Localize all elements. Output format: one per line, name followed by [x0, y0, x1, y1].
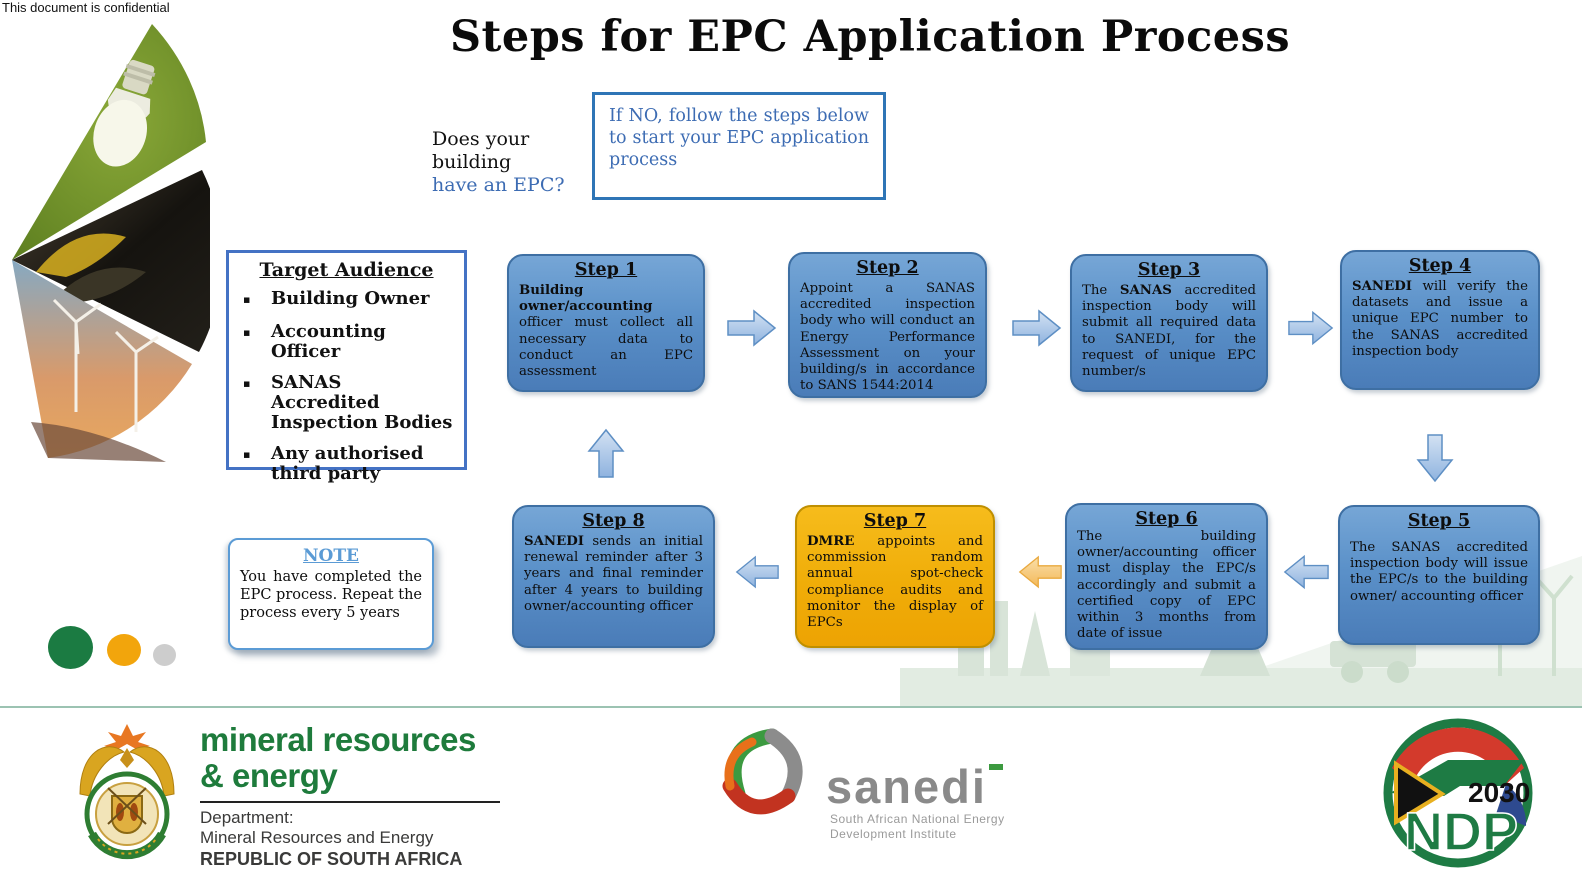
sanedi-subtitle-line1: South African National Energy [830, 812, 1005, 826]
page-title: Steps for EPC Application Process [449, 12, 1291, 62]
step-4-text: SANEDI will verify the datasets and issu… [1352, 279, 1528, 360]
audience-item: ▪ SANAS Accredited Inspection Bodies [237, 373, 456, 433]
audience-item: ▪ Building Owner [237, 289, 456, 311]
sanedi-i-accent [988, 764, 1003, 770]
step-1-title: Step 1 [574, 260, 638, 280]
question-line2: have an EPC? [432, 174, 565, 196]
question-line1: Does your building [432, 128, 530, 173]
question-text: Does your building have an EPC? [432, 128, 592, 197]
audience-item-label: SANAS Accredited Inspection Bodies [271, 372, 453, 433]
step-3-text: The SANAS accredited inspection body wil… [1082, 283, 1256, 380]
audience-item-label: Any authorised third party [271, 443, 424, 484]
step-8-title: Step 8 [582, 511, 645, 531]
if-no-callout: If NO, follow the steps below to start y… [592, 92, 886, 200]
arrow-down-icon [1415, 434, 1455, 482]
audience-item: ▪ Any authorised third party [237, 444, 456, 484]
if-no-text: If NO, follow the steps below to start y… [609, 106, 869, 170]
mining-photo-wedge [12, 170, 210, 352]
note-box: NOTE You have completed the EPC process.… [228, 538, 434, 650]
sanedi-logo: sanedi South African National Energy Dev… [700, 714, 1005, 842]
dmre-country: REPUBLIC OF SOUTH AFRICA [200, 849, 463, 869]
arrow-up-icon [586, 428, 626, 478]
step-2-box: Step 2 Appoint a SANAS accredited inspec… [788, 252, 987, 398]
bullet-icon: ▪ [243, 448, 251, 461]
dmre-text-block: mineral resources & energy Department: M… [200, 722, 500, 870]
step-4-box: Step 4 SANEDI will verify the datasets a… [1340, 250, 1540, 390]
step-6-text-pre: The building owner/accounting officer mu… [1077, 529, 1256, 642]
step-1-box: Step 1 Building owner/accounting officer… [507, 254, 705, 392]
step-8-text: SANEDI sends an initial renewal reminder… [524, 534, 703, 615]
target-audience-box: Target Audience ▪ Building Owner ▪ Accou… [226, 250, 467, 484]
dmre-dept-line2: Mineral Resources and Energy [200, 828, 434, 847]
dmre-name-line1: mineral resources [200, 721, 476, 758]
step-2-text: Appoint a SANAS accredited inspection bo… [800, 281, 975, 395]
step-4-text-post: will verify the datasets and issue a uni… [1352, 279, 1528, 359]
step-2-title: Step 2 [856, 258, 919, 278]
step-8-box: Step 8 SANEDI sends an initial renewal r… [512, 505, 715, 648]
sa-coat-of-arms-icon [79, 724, 175, 860]
sanedi-name: sanedi [826, 760, 987, 813]
note-text: You have completed the EPC process. Repe… [240, 569, 422, 622]
step-1-text-post: officer must collect all necessary data … [519, 315, 693, 380]
sanedi-trefoil-icon [722, 728, 803, 815]
windfarm-photo-wedge [12, 260, 192, 458]
arrow-left-icon [735, 552, 779, 592]
step-3-text-post: accredited inspection body will submit a… [1082, 283, 1257, 380]
footer-divider [0, 706, 1582, 708]
energy-photo-collage [12, 24, 210, 462]
step-7-text-bold: DMRE [807, 534, 855, 549]
arrow-right-icon [727, 308, 777, 348]
step-6-text: The building owner/accounting officer mu… [1077, 529, 1256, 643]
sanedi-wordmark: sanedi South African National Energy Dev… [826, 762, 1005, 842]
step-5-text: The SANAS accredited inspection body wil… [1350, 534, 1528, 605]
target-audience-title: Target Audience [259, 259, 434, 281]
step-8-text-bold: SANEDI [524, 534, 584, 549]
sanedi-subtitle-line2: Development Institute [830, 827, 957, 841]
wind-turbines-icon [52, 298, 159, 432]
arrow-right-icon [1012, 308, 1062, 348]
step-5-text-pre: The SANAS accredited inspection body wil… [1350, 540, 1528, 604]
step-3-title: Step 3 [1137, 260, 1201, 280]
step-5-box: Step 5 The SANAS accredited inspection b… [1338, 505, 1540, 645]
audience-item-label: Accounting Officer [271, 321, 386, 362]
step-7-box: Step 7 DMRE appoints and commission rand… [795, 505, 995, 648]
audience-item-label: Building Owner [271, 288, 430, 309]
step-3-box: Step 3 The SANAS accredited inspection b… [1070, 254, 1268, 392]
bullet-icon: ▪ [243, 377, 251, 390]
arrow-left-icon [1283, 552, 1329, 592]
ndp-2030-logo: 2030 NDP [1356, 718, 1564, 872]
arrow-right-icon [1288, 308, 1334, 348]
ndp-name-text: NDP [1404, 802, 1518, 862]
dmre-rule [200, 801, 500, 803]
step-3-text-pre: The [1082, 283, 1120, 298]
dmre-logo: mineral resources & energy Department: M… [72, 722, 500, 870]
gray-dot-icon [153, 644, 176, 666]
bullet-icon: ▪ [243, 293, 251, 306]
step-4-text-bold: SANEDI [1352, 279, 1412, 294]
step-7-title: Step 7 [863, 511, 927, 531]
note-title: NOTE [303, 546, 359, 566]
step-2-text-pre: Appoint a SANAS accredited inspection bo… [800, 281, 975, 394]
green-dot-icon [48, 626, 93, 669]
step-3-text-bold: SANAS [1119, 283, 1172, 298]
ndp-year-text: 2030 [1468, 777, 1530, 808]
step-4-title: Step 4 [1408, 256, 1472, 276]
step-1-text-bold: Building owner/accounting [519, 283, 653, 315]
bullet-icon: ▪ [243, 326, 251, 339]
orange-dot-icon [107, 634, 141, 666]
confidential-note: This document is confidential [2, 0, 170, 15]
step-6-title: Step 6 [1135, 509, 1198, 529]
step-7-text: DMRE appoints and commission random annu… [807, 534, 983, 631]
dmre-dept-line1: Department: [200, 808, 294, 827]
dmre-name-line2: & energy [200, 757, 338, 794]
step-5-title: Step 5 [1407, 511, 1471, 531]
step-6-box: Step 6 The building owner/accounting off… [1065, 503, 1268, 650]
audience-item: ▪ Accounting Officer [237, 322, 456, 362]
step-7-text-post: appoints and commission random annual sp… [807, 534, 983, 631]
step-1-text: Building owner/accounting officer must c… [519, 283, 693, 380]
step-8-text-post: sends an initial renewal reminder after … [524, 534, 703, 614]
lightbulb-icon [93, 59, 156, 167]
arrow-left-orange-icon [1018, 552, 1062, 592]
